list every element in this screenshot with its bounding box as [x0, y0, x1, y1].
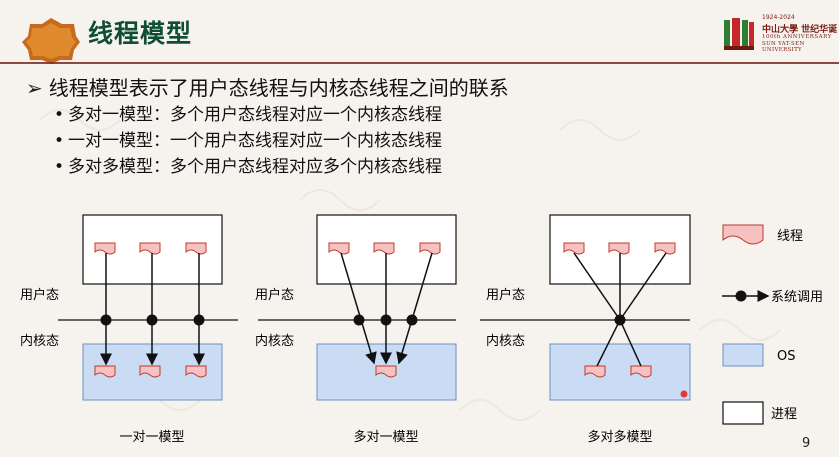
logo-name: 中山大學 世纪华诞 — [762, 25, 838, 35]
caption-one-to-one: 一对一模型 — [119, 430, 184, 445]
syscall-point — [614, 314, 626, 326]
syscall-point — [100, 314, 112, 326]
kernel-mode-label-2: 内核态 — [255, 333, 294, 349]
logo-anniversary: 100th ANNIVERSARY — [762, 34, 832, 40]
university-logo-icon — [722, 16, 756, 50]
list-item: •多对多模型：多个用户态线程对应多个内核态线程 — [54, 154, 442, 180]
bullet-list: •多对一模型：多个用户态线程对应一个内核态线程 •一对一模型：一个用户态线程对应… — [54, 102, 442, 180]
kernel-mode-label-1: 内核态 — [20, 333, 59, 349]
flower-badge-icon — [22, 18, 80, 64]
bullet-dot-icon: • — [54, 157, 65, 177]
caption-many-to-many: 多对多模型 — [587, 429, 652, 445]
user-mode-label-1: 用户态 — [20, 287, 59, 303]
list-item: •多对一模型：多个用户态线程对应一个内核态线程 — [54, 102, 442, 128]
syscall-point — [406, 314, 418, 326]
legend-process-swatch — [722, 401, 764, 425]
legend: 线程 系统调用 OS 进程 — [722, 224, 823, 425]
legend-syscall-label: 系统调用 — [771, 290, 823, 305]
legend-syscall-dot — [735, 290, 747, 302]
user-mode-label-2: 用户态 — [255, 287, 294, 303]
main-point: ➢线程模型表示了用户态线程与内核态线程之间的联系 — [26, 72, 509, 101]
syscall-point — [353, 314, 365, 326]
one-to-one-diagram — [58, 214, 238, 401]
os-box — [549, 343, 691, 401]
header-bar — [0, 8, 839, 64]
logo-university: SUN YAT-SEN UNIVERSITY — [762, 41, 805, 53]
kernel-mode-label-3: 内核态 — [486, 333, 525, 349]
legend-os-label: OS — [777, 349, 795, 364]
many-to-many-diagram — [480, 214, 691, 401]
many-to-one-diagram — [258, 214, 457, 401]
header-divider — [0, 62, 839, 64]
main-point-text: 线程模型表示了用户态线程与内核态线程之间的联系 — [48, 76, 509, 100]
legend-thread-label: 线程 — [777, 229, 803, 244]
bullet-dot-icon: • — [54, 105, 65, 125]
syscall-point — [380, 314, 392, 326]
bullet-dot-icon: • — [54, 131, 65, 151]
syscall-point — [146, 314, 158, 326]
page-title: 线程模型 — [88, 19, 193, 48]
syscall-point — [193, 314, 205, 326]
legend-os-swatch — [722, 343, 764, 367]
legend-thread-swatch — [722, 224, 764, 245]
caption-many-to-one: 多对一模型 — [353, 429, 418, 445]
arrow-bullet-icon: ➢ — [26, 76, 43, 100]
legend-process-label: 进程 — [771, 407, 797, 422]
list-item: •一对一模型：一个用户态线程对应一个内核态线程 — [54, 128, 442, 154]
page-number: 9 — [802, 436, 811, 451]
cursor-dot — [680, 390, 688, 398]
user-mode-label-3: 用户态 — [486, 287, 525, 303]
logo-years: 1924-2024 — [762, 14, 795, 21]
